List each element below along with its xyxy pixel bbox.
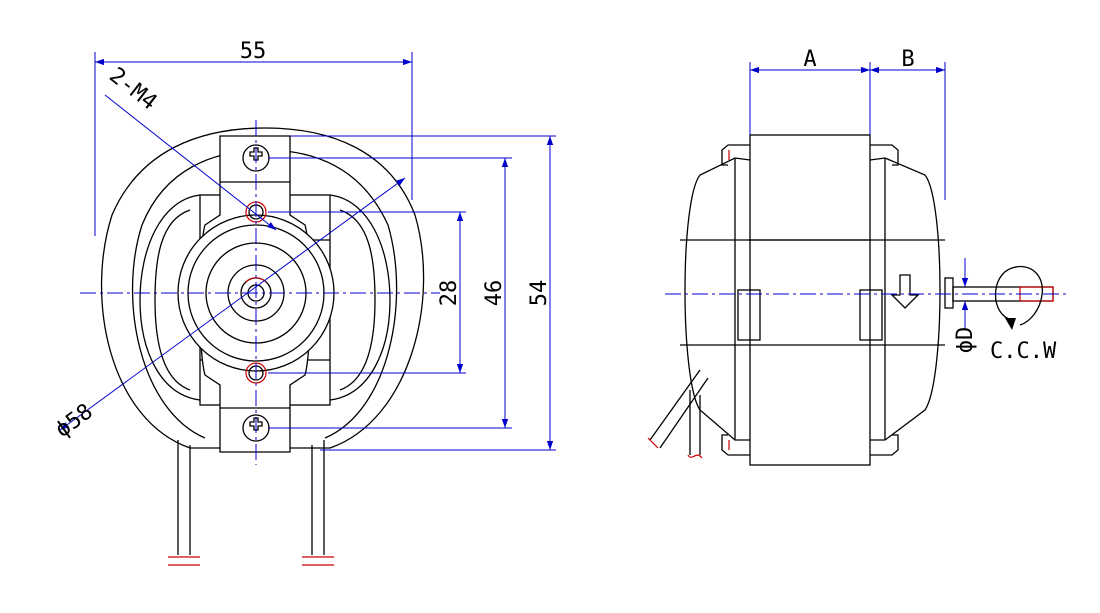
width-label: 55: [240, 39, 267, 64]
front-view: [100, 127, 425, 566]
side-housing-outline: [684, 157, 751, 441]
label-a: A: [803, 47, 816, 72]
overall-height-label: 54: [527, 280, 552, 307]
rotation-indicator: [994, 265, 1043, 326]
front-dimensions: [59, 52, 556, 465]
rotation-label: C.C.W: [990, 339, 1057, 364]
front-lead-wires: [168, 440, 334, 566]
shaft-diameter-label: ϕD: [953, 327, 978, 354]
label-b: B: [901, 47, 914, 72]
side-stator-stack: [749, 134, 871, 466]
diameter-label: ϕ58: [51, 399, 98, 443]
hole-spacing-label: 28: [437, 280, 462, 307]
side-shaft-collar: [944, 277, 954, 309]
side-view: [647, 134, 1054, 466]
side-dimensions: [665, 62, 1070, 330]
side-direction-arrow: [890, 274, 920, 309]
side-lead-wires: [647, 369, 709, 459]
front-right-lobe-inner: [339, 209, 376, 391]
bracket-height-label: 46: [482, 280, 507, 307]
holes-label: 2-M4: [104, 63, 161, 115]
